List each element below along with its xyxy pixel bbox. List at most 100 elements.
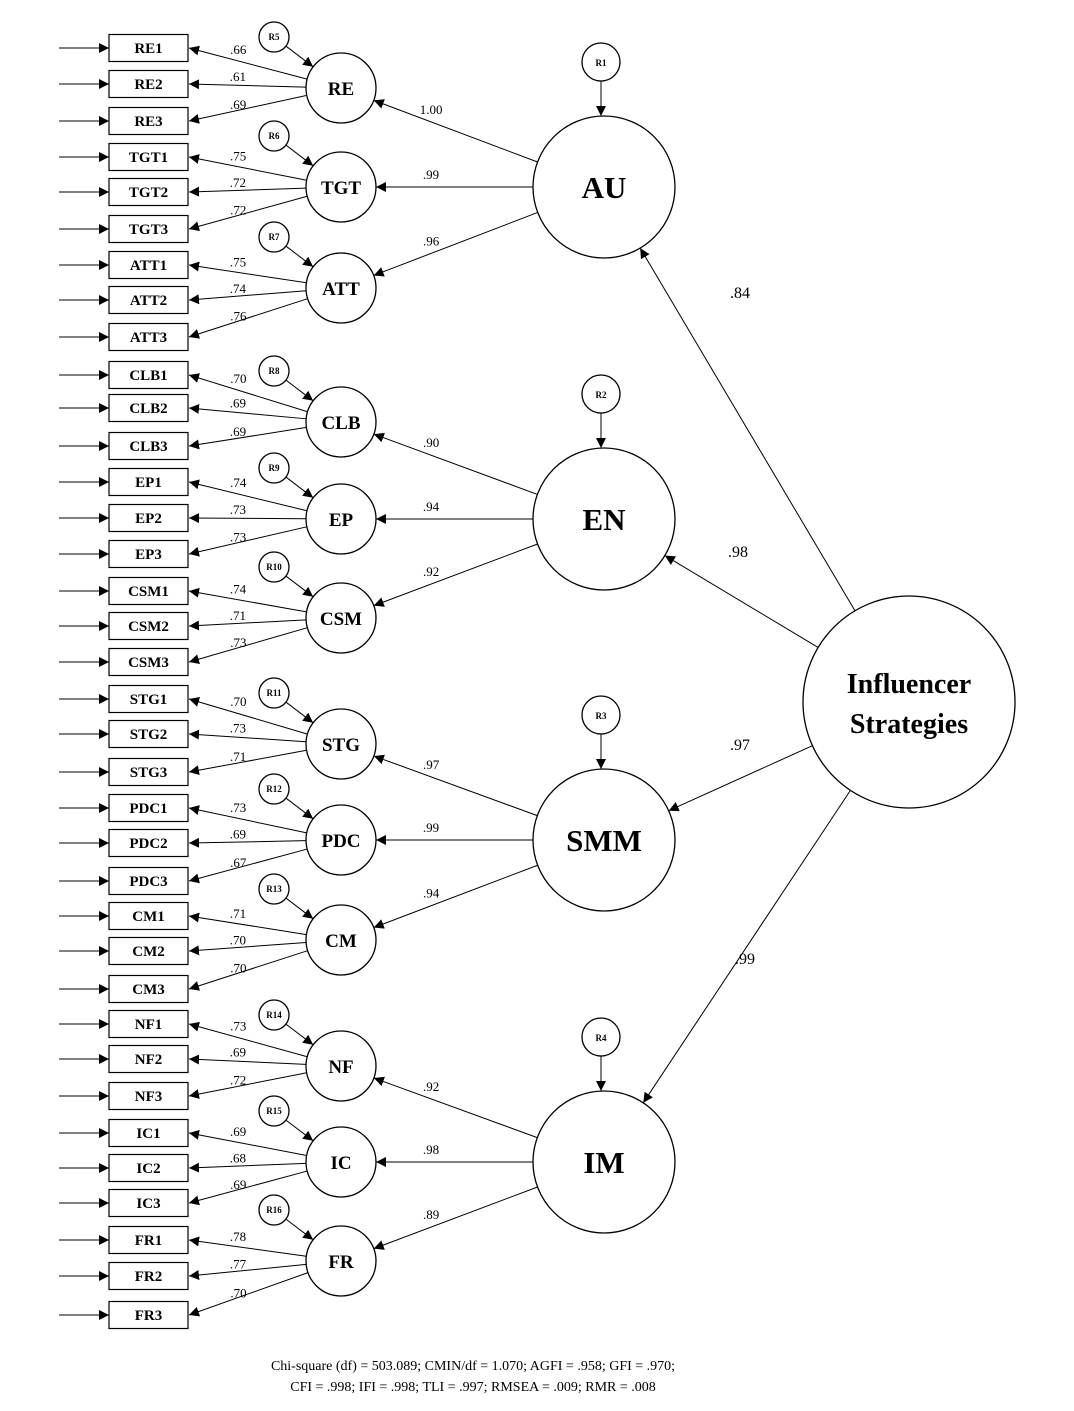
residual-circle xyxy=(581,1017,621,1057)
residual-r12: R12 xyxy=(258,773,290,805)
indicator-box xyxy=(108,69,189,99)
loading-arrow-en xyxy=(664,555,819,648)
residual-arrow-r15 xyxy=(285,1119,314,1142)
item-loading-label: .69 xyxy=(230,424,246,439)
loading-arrow-csm1 xyxy=(188,587,307,613)
indicator-clb1: CLB1 xyxy=(108,360,189,390)
residual-label: R9 xyxy=(269,463,280,473)
top-factor-label-line1: Influencer xyxy=(847,669,971,700)
indicator-fr1: FR1 xyxy=(108,1225,189,1255)
loading-arrow-re1 xyxy=(188,45,308,80)
indicator-csm1: CSM1 xyxy=(108,576,189,606)
factor-circle xyxy=(532,1090,676,1234)
item-loading-label: .76 xyxy=(230,309,247,324)
loading-arrow-cm xyxy=(373,864,538,929)
indicator-label: CSM2 xyxy=(128,619,169,635)
item-loading-label: .74 xyxy=(230,281,247,296)
factor-loading-label: .94 xyxy=(423,499,440,514)
residual-circle xyxy=(258,452,290,484)
second-order-factor-smm: SMM xyxy=(532,768,676,912)
item-loading-label: .69 xyxy=(230,97,246,112)
indicator-label: CLB3 xyxy=(129,439,167,455)
indicator-box xyxy=(108,360,189,390)
indicator-ic3: IC3 xyxy=(108,1188,189,1218)
edges-layer xyxy=(59,43,856,1320)
loading-arrow-au xyxy=(639,247,856,612)
item-loading-label: .69 xyxy=(230,1177,246,1192)
factor-loading-label: .97 xyxy=(423,757,440,772)
residual-label: R16 xyxy=(266,1205,282,1215)
item-loading-label: .69 xyxy=(230,1045,246,1060)
second-order-factor-au: AU xyxy=(532,115,676,259)
item-loading-label: .73 xyxy=(230,529,246,544)
residual-label: R12 xyxy=(266,784,282,794)
indicator-label: EP1 xyxy=(135,475,162,491)
indicator-att2: ATT2 xyxy=(108,285,189,315)
factor-label: EN xyxy=(582,502,625,537)
loading-arrow-re3 xyxy=(188,94,307,124)
second-order-loading-label: .84 xyxy=(730,285,750,302)
factor-stg: STG xyxy=(305,708,377,780)
indicator-label: CM1 xyxy=(132,909,165,925)
residual-label: R6 xyxy=(269,131,280,141)
item-loading-label: .75 xyxy=(230,148,246,163)
indicator-stg2: STG2 xyxy=(108,719,189,749)
indicator-label: STG3 xyxy=(130,765,168,781)
residual-circle xyxy=(258,873,290,905)
factor-nf: NF xyxy=(305,1030,377,1102)
indicator-label: IC2 xyxy=(136,1161,160,1177)
factor-loading-label: .90 xyxy=(423,435,439,450)
residual-arrow-r12 xyxy=(285,797,314,820)
residual-r8: R8 xyxy=(258,355,290,387)
indicator-label: STG1 xyxy=(130,692,168,708)
loading-arrow-cm2 xyxy=(188,942,307,956)
indicator-att3: ATT3 xyxy=(108,322,189,352)
factor-loading-label: .92 xyxy=(423,564,439,579)
residual-circle xyxy=(581,695,621,735)
indicator-box xyxy=(108,467,189,497)
loading-arrow-ic1 xyxy=(188,1129,307,1156)
residual-arrow-r14 xyxy=(285,1023,314,1046)
factor-label: CLB xyxy=(321,413,360,434)
indicator-ep3: EP3 xyxy=(108,539,189,569)
indicator-label: CM2 xyxy=(132,944,165,960)
indicator-label: EP3 xyxy=(135,547,162,563)
loading-arrow-fr xyxy=(373,1186,538,1250)
indicator-label: IC1 xyxy=(136,1126,160,1142)
residual-label: R8 xyxy=(269,366,280,376)
indicator-label: CLB2 xyxy=(129,401,167,417)
indicator-re3: RE3 xyxy=(108,106,189,136)
indicator-label: STG2 xyxy=(130,727,168,743)
factor-loading-label: .96 xyxy=(423,233,440,248)
residual-arrow-r8 xyxy=(285,379,314,402)
loading-arrow-ep2 xyxy=(188,513,307,524)
factor-re: RE xyxy=(305,52,377,124)
item-loading-label: .72 xyxy=(230,175,246,190)
factor-label: IM xyxy=(583,1145,624,1180)
second-order-loading-label: .98 xyxy=(728,544,748,561)
factor-circle xyxy=(305,1225,377,1297)
residual-circle xyxy=(258,773,290,805)
loading-arrow-im xyxy=(642,790,851,1104)
indicator-box xyxy=(108,33,189,63)
item-loading-label: .73 xyxy=(230,800,246,815)
residual-circle xyxy=(581,42,621,82)
item-loading-label: .70 xyxy=(230,694,246,709)
factor-loading-label: .98 xyxy=(423,1142,439,1157)
item-loading-label: .73 xyxy=(230,502,246,517)
indicator-box xyxy=(108,1081,189,1111)
indicator-label: ATT1 xyxy=(130,258,167,274)
loading-arrow-att1 xyxy=(188,261,307,284)
indicator-box xyxy=(108,1188,189,1218)
indicator-box xyxy=(108,974,189,1004)
residual-circle xyxy=(258,120,290,152)
factor-ic: IC xyxy=(305,1126,377,1198)
residual-r9: R9 xyxy=(258,452,290,484)
indicator-ep2: EP2 xyxy=(108,503,189,533)
factor-label: CM xyxy=(325,931,357,952)
indicator-box xyxy=(108,1118,189,1148)
factor-circle xyxy=(532,447,676,591)
loading-arrow-cm3 xyxy=(188,950,308,991)
residual-label: R1 xyxy=(596,58,607,68)
